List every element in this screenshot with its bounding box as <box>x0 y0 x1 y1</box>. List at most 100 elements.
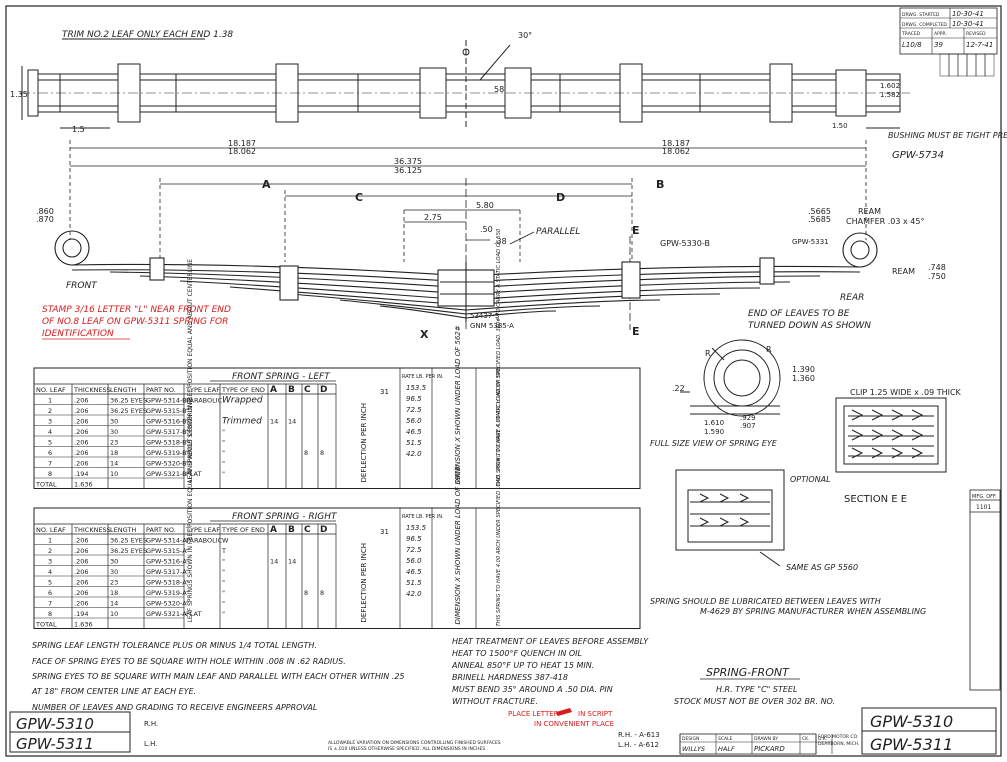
table-cell: 30 <box>110 428 118 436</box>
table-cell: " <box>186 418 189 426</box>
table-cell: GPW-5318-A <box>146 579 187 587</box>
mfg-label: MFG. OFF. <box>972 494 997 500</box>
table-cell: GPW-5321-A <box>146 610 187 618</box>
lubricate-2: M-4629 BY SPRING MANUFACTURER WHEN ASSEM… <box>700 607 926 616</box>
table-cell: " <box>222 558 225 566</box>
heat-note-1: HEAT TREATMENT OF LEAVES BEFORE ASSEMBLY <box>452 637 649 646</box>
table-cell: 7 <box>48 600 52 608</box>
lh-ref: L.H. - A-612 <box>618 741 659 749</box>
rate-cell: 56.0 <box>406 417 422 425</box>
part-number-main-1: GPW-5310 <box>870 712 953 731</box>
dim-50: .50 <box>480 225 493 234</box>
table-cell: 7 <box>48 460 52 468</box>
table-title: FRONT SPRING - RIGHT <box>232 512 338 522</box>
rear-label: REAR <box>840 293 864 303</box>
table-cell: .194 <box>74 470 88 478</box>
table-header-9: D <box>320 525 327 535</box>
dim-1582: 1.582 <box>880 91 900 99</box>
rev-value: 10-30-41 <box>952 20 984 28</box>
spring-side-view <box>54 230 878 322</box>
table-cell: GPW-5319-B <box>146 449 187 457</box>
rate-cell: 56.0 <box>406 557 422 565</box>
table-cell: 30 <box>110 418 118 426</box>
rev-value: 12-7-41 <box>966 41 993 49</box>
allowable-note-2: IS ±.010 UNLESS OTHERWISE SPECIFIED. ALL… <box>328 746 485 752</box>
table-cell: 36.25 EYES <box>110 407 147 415</box>
title-cell-value: HALF <box>718 745 735 753</box>
table-header-1: THICKNESS <box>73 526 111 534</box>
table-cell: Trimmed <box>222 417 262 427</box>
table-header-4: TYPE LEAF <box>185 386 220 394</box>
table-side-text: LEAF SPRINGS SHOWN IN FREE POSITION EQUA… <box>187 399 194 623</box>
sheet-border <box>5 5 1002 757</box>
table-header-8: C <box>304 525 311 535</box>
title-block: SPRING-FRONT H.R. TYPE "C" STEEL STOCK M… <box>9 666 997 755</box>
table-cell: " <box>222 439 225 447</box>
table-cell: " <box>186 568 189 576</box>
section-ee-label: SECTION E E <box>844 494 907 505</box>
end-leaves-2: TURNED DOWN AS SHOWN <box>748 321 871 331</box>
dimension-x-label: DIMENSION X SHOWN UNDER LOAD OF 562# <box>454 325 462 484</box>
table-cell: FLAT <box>186 610 201 618</box>
part-gpw5330: GPW-5330-B <box>660 239 710 248</box>
tolerance-note-2: FACE OF SPRING EYES TO BE SQUARE WITH HO… <box>32 657 346 666</box>
stamp-note-3: IDENTIFICATION <box>42 329 114 339</box>
table-cell: .194 <box>74 610 88 618</box>
rev-label: APPR. <box>934 31 947 37</box>
stamp-note-2: OF NO.8 LEAF ON GPW-5311 SPRING FOR <box>42 317 228 327</box>
top-view: TRIM NO.2 LEAF ONLY EACH END 1.38 <box>20 30 910 130</box>
dim-275: 2.75 <box>424 213 442 222</box>
dim-750: .750 <box>928 272 946 281</box>
table-cell: 8 <box>48 470 52 478</box>
table-cell: 3 <box>48 418 52 426</box>
heat-note-4: BRINELL HARDNESS 387-418 <box>452 673 568 682</box>
dim-36125: 36.125 <box>394 166 422 175</box>
table-cell: 14 <box>270 558 278 566</box>
table-cell: 14 <box>288 558 296 566</box>
section-E-top: E <box>632 224 640 237</box>
table-total-label: TOTAL <box>35 621 57 629</box>
table-cell: 14 <box>110 600 118 608</box>
title-cell-head: DRAWN BY <box>754 736 778 742</box>
table-header-8: C <box>304 385 311 395</box>
dim-18062-right: 18.062 <box>662 147 690 156</box>
rev-label: DRWG. STARTED <box>902 12 940 18</box>
table-cell: " <box>222 579 225 587</box>
table-cell: .206 <box>74 407 88 415</box>
table-cell: T <box>221 547 226 555</box>
table-cell: 14 <box>110 460 118 468</box>
table-cell: " <box>186 600 189 608</box>
table-cell: " <box>186 449 189 457</box>
table-cell: 14 <box>288 418 296 426</box>
table-header-2: LENGTH <box>110 386 136 394</box>
table-header-1: THICKNESS <box>73 386 111 394</box>
dim-22: .22 <box>672 384 685 393</box>
dim-X-label: X <box>420 328 429 341</box>
table-cell: GPW-5316-B <box>146 418 187 426</box>
table-header-4: TYPE LEAF <box>185 526 220 534</box>
rate-cell: 153.5 <box>406 524 427 532</box>
table-cell: FLAT <box>186 470 201 478</box>
table-cell: 8 <box>304 589 308 597</box>
gnm-part: GNM 5385-A <box>470 322 514 330</box>
table-cell: 30 <box>110 568 118 576</box>
mfg-value: 1101 <box>976 504 991 511</box>
place-letter-3: IN CONVENIENT PLACE <box>534 720 614 728</box>
table-cell: " <box>222 568 225 576</box>
rate-header: RATE LB. PER IN. <box>402 374 444 380</box>
spring-eye-detail <box>680 339 781 417</box>
title-cell-head: SCALE <box>718 736 733 742</box>
table-cell: 18 <box>110 589 118 597</box>
dim-135: 1.35 <box>10 90 28 99</box>
dim-15: 1.5 <box>72 125 85 134</box>
drawing-subtitle: H.R. TYPE "C" STEEL <box>716 685 797 694</box>
rate-cell: 72.5 <box>406 546 422 554</box>
table-cell: .206 <box>74 428 88 436</box>
table-cell: GPW-5316-A <box>146 558 187 566</box>
part-number-left-2: GPW-5311 <box>16 735 94 753</box>
table-cell: " <box>186 407 189 415</box>
